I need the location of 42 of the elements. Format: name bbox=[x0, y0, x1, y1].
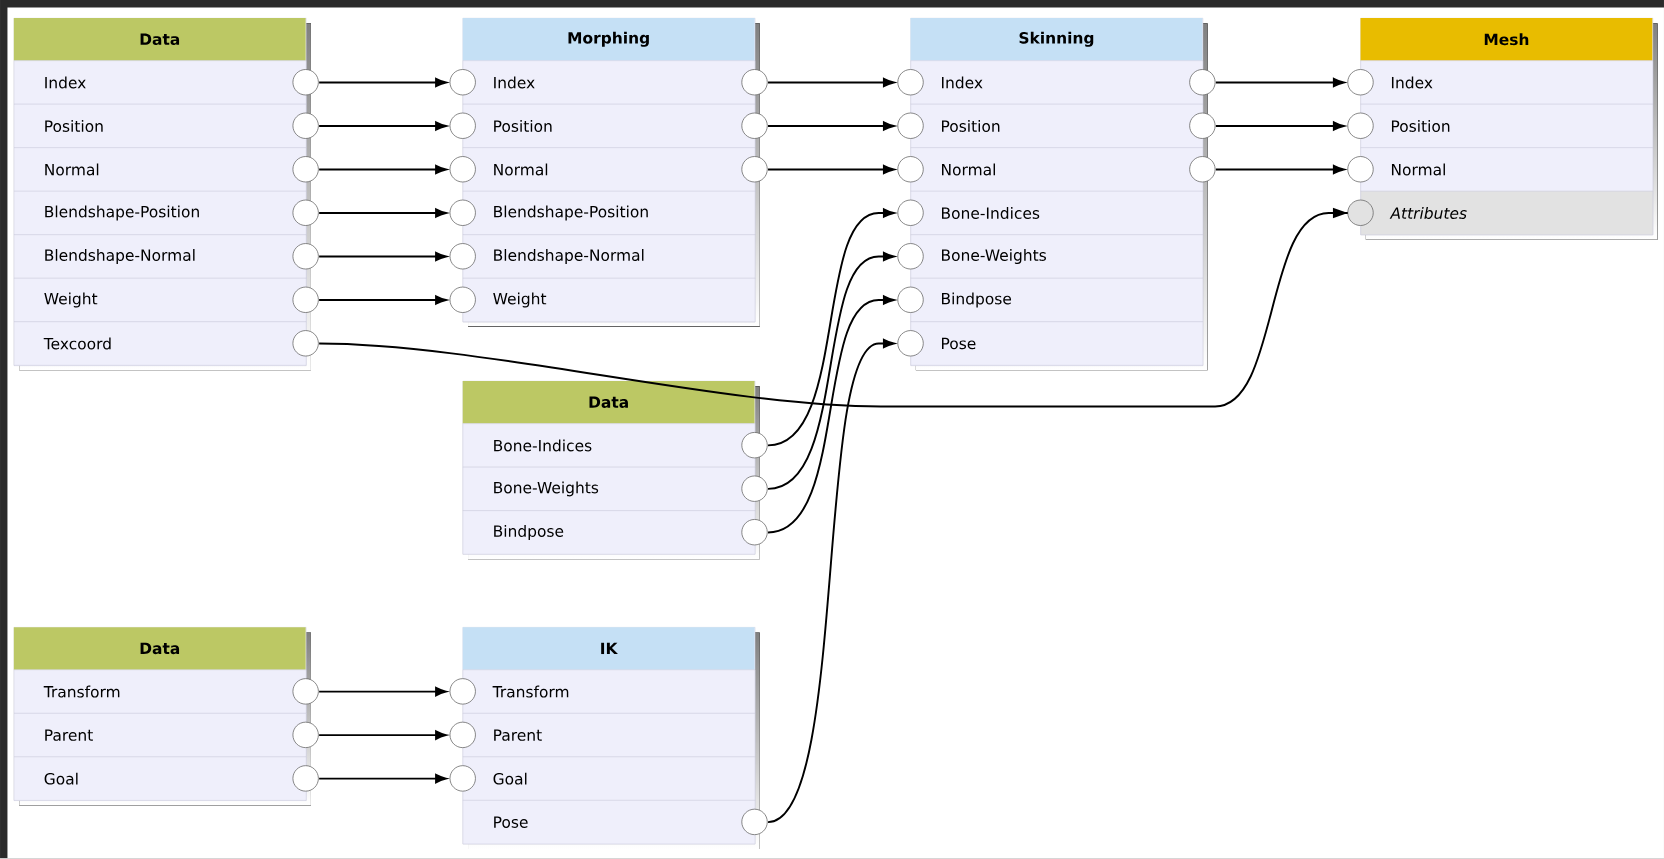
port-row: Normal bbox=[462, 147, 756, 192]
arrow bbox=[767, 121, 895, 131]
port-row: Bindpose bbox=[910, 278, 1204, 323]
arrow bbox=[1214, 121, 1345, 131]
port-row: Bone-Indices bbox=[462, 423, 756, 468]
arrow bbox=[318, 295, 447, 305]
arrow bbox=[318, 730, 447, 740]
port-row: Normal bbox=[1360, 147, 1654, 192]
port-row: Transform bbox=[13, 669, 307, 714]
port-row: Weight bbox=[13, 278, 307, 323]
port-row: Bone-Weights bbox=[462, 467, 756, 512]
arrow bbox=[318, 774, 447, 784]
port-row: Weight bbox=[462, 278, 756, 323]
arrow bbox=[318, 207, 1349, 408]
port-row: Blendshape-Position bbox=[13, 191, 307, 236]
port-row: Bone-Weights bbox=[910, 234, 1204, 279]
arrow bbox=[318, 121, 447, 131]
arrow bbox=[318, 687, 447, 697]
port-row: Blendshape-Normal bbox=[462, 234, 756, 279]
port-row: Texcoord bbox=[13, 321, 307, 366]
port-row: Blendshape-Position bbox=[462, 191, 756, 236]
port-row: Bindpose bbox=[462, 510, 756, 555]
port-row: Index bbox=[13, 60, 307, 105]
port-row: Position bbox=[462, 104, 756, 149]
port-row: Parent bbox=[13, 713, 307, 758]
port-row: Pose bbox=[910, 321, 1204, 366]
port-row: Goal bbox=[462, 756, 756, 801]
port-row: Position bbox=[910, 104, 1204, 149]
port-row: Position bbox=[13, 104, 307, 149]
port-row: Blendshape-Normal bbox=[13, 234, 307, 279]
port-row: Bone-Indices bbox=[910, 191, 1204, 236]
port-row: Index bbox=[1360, 60, 1654, 105]
arrow bbox=[318, 208, 447, 218]
port-row: Normal bbox=[13, 147, 307, 192]
port-row: Index bbox=[462, 60, 756, 105]
port-row: Parent bbox=[462, 713, 756, 758]
port-row: Goal bbox=[13, 756, 307, 801]
port-row: Transform bbox=[462, 669, 756, 714]
port-row: Normal bbox=[910, 147, 1204, 192]
port-row: Pose bbox=[462, 800, 756, 845]
port-row: Position bbox=[1360, 104, 1654, 149]
port-row: Index bbox=[910, 60, 1204, 105]
